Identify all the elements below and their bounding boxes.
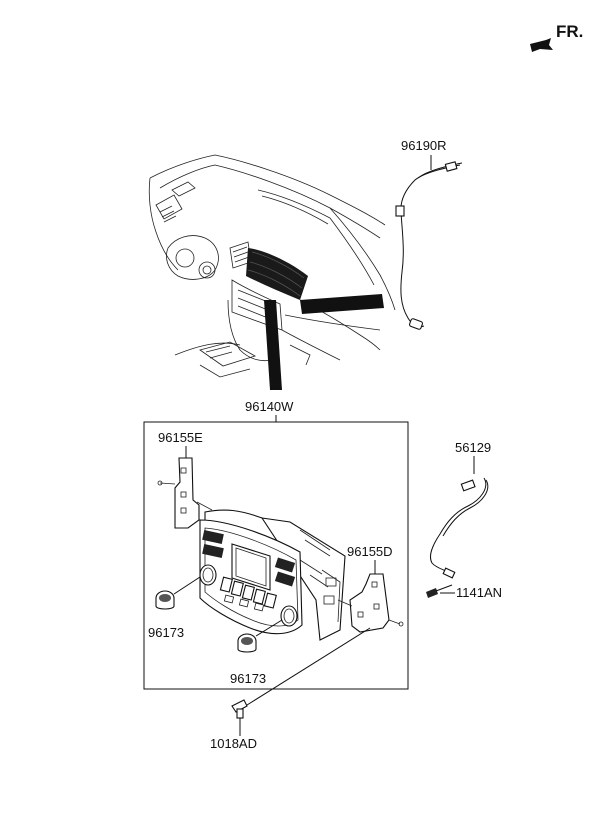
bracket-right: [337, 573, 404, 633]
part-label-96173-lower: 96173: [230, 671, 266, 686]
part-label-1141AN: 1141AN: [456, 585, 502, 600]
part-label-96140W: 96140W: [245, 399, 294, 414]
bracket-left: [157, 457, 213, 529]
leader-wedge-right: [300, 294, 384, 314]
assembly-box: [143, 421, 409, 690]
part-label-96155E: 96155E: [158, 430, 203, 445]
part-label-96190R: 96190R: [401, 138, 447, 153]
forward-arrow-icon: [530, 38, 553, 52]
part-label-96173-upper: 96173: [148, 625, 184, 640]
part-label-1018AD: 1018AD: [210, 736, 257, 751]
screw-1018AD: [231, 699, 248, 719]
leader-wedge-down: [264, 300, 282, 390]
part-label-96155D: 96155D: [347, 544, 393, 559]
leader-1018AD: [246, 627, 371, 706]
part-label-56129: 56129: [455, 440, 491, 455]
direction-label: FR.: [556, 22, 583, 41]
knob-upper: [155, 590, 175, 610]
antenna-cable: [395, 161, 463, 330]
knob-lower: [237, 633, 257, 653]
audio-head-unit: [199, 509, 346, 641]
screw-1141AN: [426, 584, 453, 598]
usb-cable: [429, 477, 489, 579]
dashboard-illustration: [148, 154, 396, 378]
